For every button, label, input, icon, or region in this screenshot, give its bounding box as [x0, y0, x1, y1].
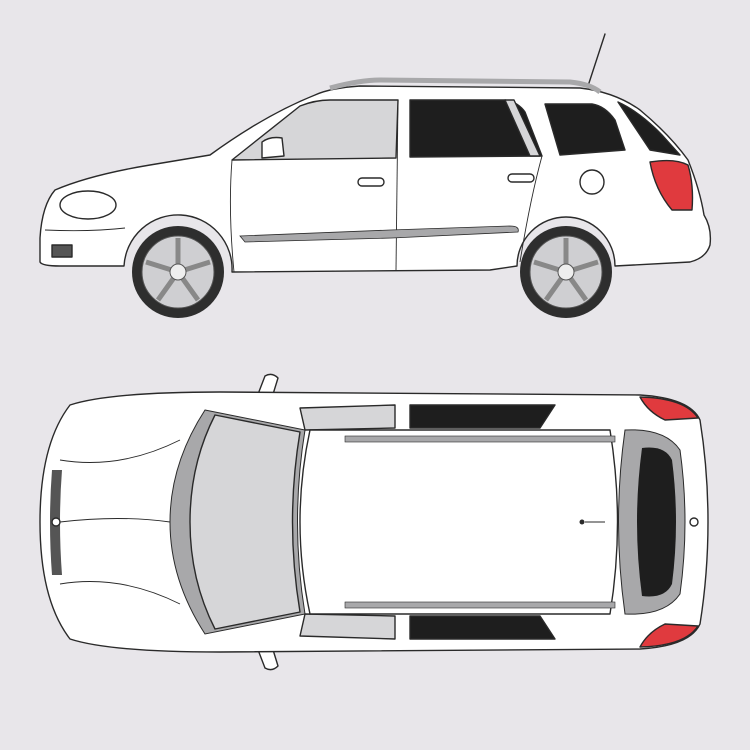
- top-right-rear-glass: [409, 615, 556, 640]
- antenna-base: [579, 519, 585, 525]
- hood-line-left: [59, 439, 181, 463]
- fog-light: [51, 244, 73, 258]
- rear-hub: [557, 263, 575, 281]
- hood-line-right: [59, 581, 181, 605]
- headlight: [59, 190, 117, 220]
- front-hub: [169, 263, 187, 281]
- antenna: [587, 33, 606, 87]
- top-left-rear-glass: [409, 404, 556, 429]
- b-pillar-line: [395, 99, 399, 271]
- hood-center-line: [59, 518, 171, 523]
- roof: [299, 429, 619, 615]
- top-left-front-glass: [299, 404, 396, 431]
- rear-door-handle: [507, 173, 535, 183]
- rear-wheel: [520, 226, 612, 318]
- rear-window: [637, 447, 676, 597]
- badge: [51, 517, 61, 527]
- rear-badge: [689, 517, 699, 527]
- top-right-tail-light: [639, 623, 699, 648]
- top-right-front-glass: [299, 613, 396, 640]
- rear-door-line: [519, 155, 543, 263]
- left-roof-rail: [344, 435, 616, 443]
- rear-quarter-window: [544, 103, 626, 156]
- front-door-handle: [357, 177, 385, 187]
- top-left-tail-light: [639, 396, 699, 421]
- side-view: [39, 33, 712, 318]
- right-roof-rail: [344, 601, 616, 609]
- window-pillar: [504, 99, 541, 157]
- tail-light: [649, 159, 694, 211]
- front-wheel: [132, 226, 224, 318]
- rear-glass: [617, 101, 681, 156]
- side-molding: [239, 225, 519, 243]
- roof-rail: [329, 77, 602, 95]
- fuel-cap: [579, 169, 605, 195]
- top-view: [39, 373, 709, 671]
- bumper-line: [44, 227, 126, 232]
- windshield: [189, 414, 301, 630]
- side-mirror: [261, 136, 285, 159]
- front-door-line: [229, 159, 235, 273]
